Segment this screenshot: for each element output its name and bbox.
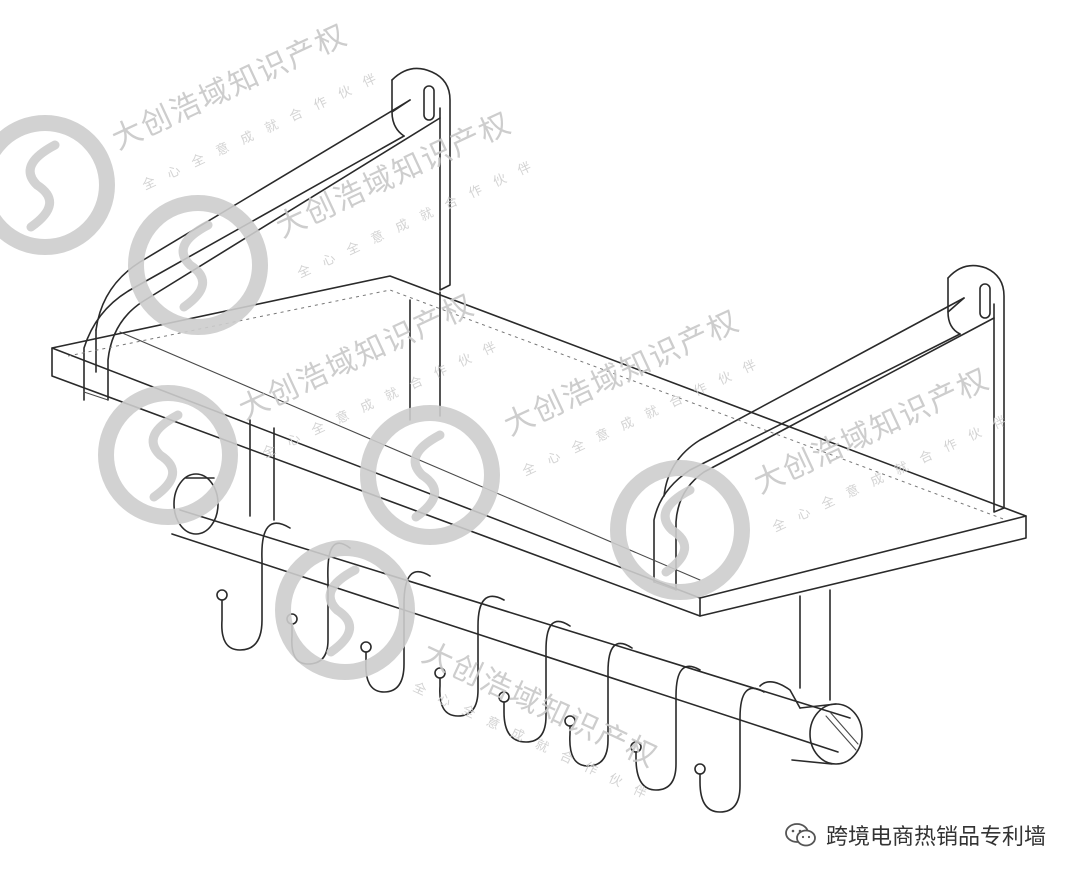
watermark-layer: 大创浩域知识产权 全心全意成就合作伙伴 大创浩域知识产权 全心全意成就合作伙伴 …	[0, 17, 1021, 808]
wechat-brand: 跨境电商热销品专利墙	[777, 817, 1052, 853]
bracket-legs	[249, 291, 831, 701]
watermark-logo	[360, 405, 500, 545]
watermark-logo	[275, 540, 415, 680]
watermark-logo	[128, 195, 268, 335]
hanging-rail	[171, 473, 863, 765]
watermark-logo	[0, 115, 115, 255]
watermark-text: 大创浩域知识产权	[107, 17, 354, 157]
watermark-logo	[610, 460, 750, 600]
wechat-icon	[785, 823, 816, 847]
watermark-logo	[98, 385, 238, 525]
brand-label: 跨境电商热销品专利墙	[825, 825, 1046, 850]
